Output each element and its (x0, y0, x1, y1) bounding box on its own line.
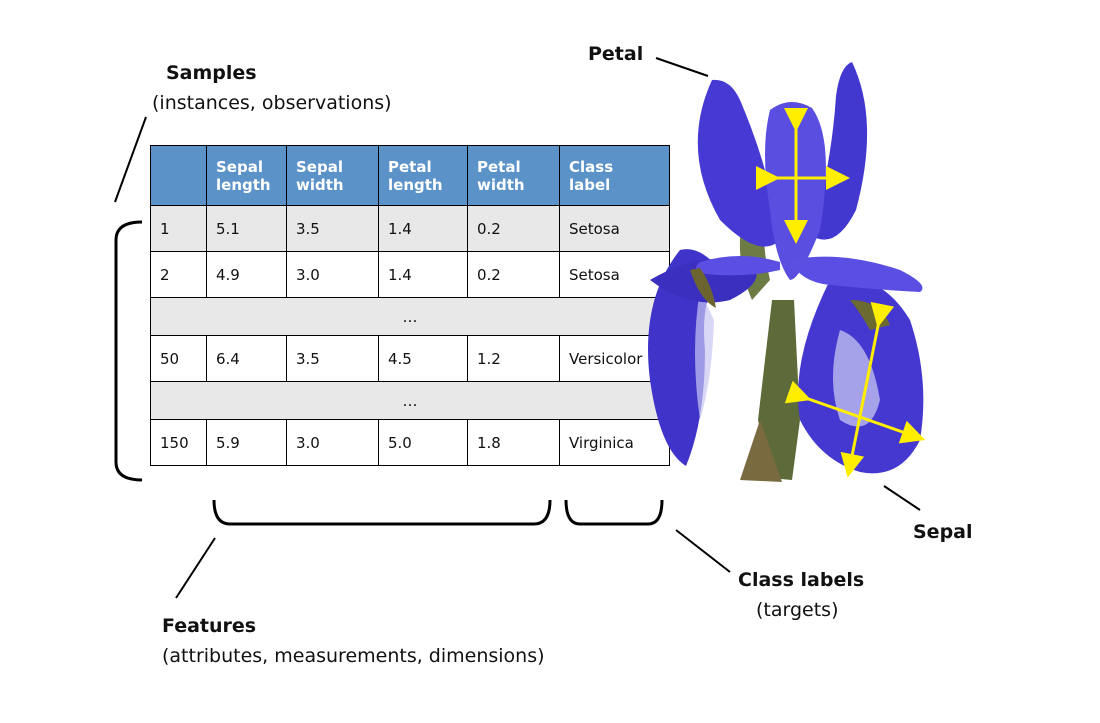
sepal-leader-line (883, 485, 921, 511)
table-cell: 0.2 (467, 251, 560, 298)
header-cell-sepal-width: Sepal width (286, 145, 379, 206)
table-row: 1 5.1 3.5 1.4 0.2 Setosa (150, 205, 670, 252)
class-labels-leader-line (675, 529, 731, 573)
table-ellipsis-row: … (150, 297, 670, 336)
iris-data-table: Sepal length Sepal width Petal length Pe… (150, 145, 670, 466)
petal-label: Petal (588, 43, 644, 65)
table-cell: 0.2 (467, 205, 560, 252)
samples-title: Samples (166, 62, 257, 84)
class-labels-bracket (564, 499, 664, 526)
table-cell: 5.9 (206, 419, 287, 466)
features-title: Features (162, 615, 257, 637)
iris-flower-image (648, 62, 924, 482)
table-cell: 4.5 (378, 335, 468, 382)
header-cell-petal-width: Petal width (467, 145, 560, 206)
ellipsis-cell: … (150, 297, 670, 336)
class-labels-subtitle: (targets) (756, 599, 839, 621)
features-leader-line (175, 537, 216, 599)
sepal-width-arrow (784, 380, 926, 444)
table-cell: 3.5 (286, 335, 379, 382)
table-cell: 2 (150, 251, 207, 298)
table-cell: 150 (150, 419, 207, 466)
table-cell: 5.0 (378, 419, 468, 466)
table-cell: 1.8 (467, 419, 560, 466)
table-cell: 5.1 (206, 205, 287, 252)
features-subtitle: (attributes, measurements, dimensions) (162, 645, 545, 667)
samples-subtitle: (instances, observations) (152, 92, 392, 114)
table-cell: 4.9 (206, 251, 287, 298)
table-cell: Setosa (559, 205, 670, 252)
table-header-row: Sepal length Sepal width Petal length Pe… (150, 145, 670, 206)
table-cell: 3.5 (286, 205, 379, 252)
table-cell: Setosa (559, 251, 670, 298)
header-cell-index (150, 145, 207, 206)
table-ellipsis-row: … (150, 381, 670, 420)
samples-bracket (114, 220, 143, 482)
table-row: 2 4.9 3.0 1.4 0.2 Setosa (150, 251, 670, 298)
petal-leader-line (655, 57, 709, 77)
table-cell: 1.4 (378, 251, 468, 298)
table-cell: 1 (150, 205, 207, 252)
sepal-label: Sepal (913, 521, 973, 543)
header-cell-class-label: Class label (559, 145, 670, 206)
samples-leader-line (114, 116, 147, 203)
header-cell-petal-length: Petal length (378, 145, 468, 206)
table-cell: 3.0 (286, 419, 379, 466)
table-cell: 6.4 (206, 335, 287, 382)
features-bracket (212, 499, 552, 526)
ellipsis-cell: … (150, 381, 670, 420)
class-labels-title: Class labels (738, 569, 865, 591)
